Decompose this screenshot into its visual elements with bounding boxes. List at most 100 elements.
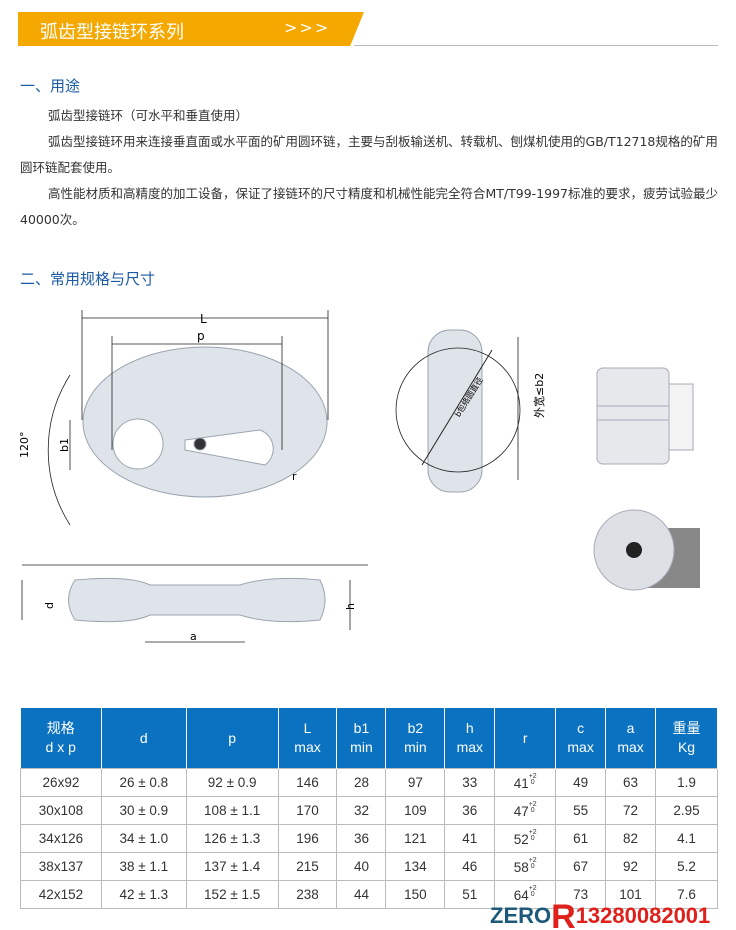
usage-paragraph-1: 弧齿型接链环（可水平和垂直使用） <box>48 108 249 123</box>
table-cell: 34x126 <box>20 824 102 853</box>
table-cell: 38x137 <box>20 852 102 881</box>
banner-title: 弧齿型接链环系列 <box>40 22 184 43</box>
cell-value: 28 <box>353 775 369 790</box>
table-cell: 30x108 <box>20 796 102 825</box>
label-h: h <box>344 603 357 610</box>
header-line: c <box>577 720 585 736</box>
link-dimension-diagram: L p b1 120° r d h a b包络圆直径 外宽≤b2 <box>18 310 700 643</box>
table-cell: 72 <box>605 796 657 825</box>
table-cell: 36 <box>336 824 387 853</box>
side-view <box>68 577 326 623</box>
watermark-phone: 13280082001 <box>575 903 711 928</box>
header-line: d <box>139 729 148 746</box>
table-cell: 32 <box>336 796 387 825</box>
cell-value: 41 <box>513 776 529 791</box>
cell-value: 47 <box>513 804 529 819</box>
table-cell: 41 <box>444 824 496 853</box>
header-line: min <box>350 739 373 755</box>
column-header: b2 min <box>385 708 446 769</box>
table-cell: 134 <box>385 852 446 881</box>
cell-value: 30x108 <box>38 803 84 818</box>
cell-value: 72 <box>623 803 639 818</box>
table-cell: 49 <box>555 768 607 797</box>
label-outer-width: 外宽≤b2 <box>532 373 546 418</box>
cell-value: 4.1 <box>677 831 696 846</box>
header-line: b1 <box>353 720 370 736</box>
label-L: L <box>200 312 207 326</box>
series-banner: 弧齿型接链环系列 >>> <box>18 12 364 46</box>
table-cell: 61 <box>555 824 607 853</box>
cell-value: 5.2 <box>677 859 696 874</box>
cell-value: 63 <box>623 775 639 790</box>
label-a: a <box>190 630 197 643</box>
cell-value: 26x92 <box>42 775 80 790</box>
table-cell: 33 <box>444 768 496 797</box>
section-heading-specs: 二、常用规格与尺寸 <box>20 270 156 288</box>
cell-value: 82 <box>623 831 639 846</box>
cell-value: 42 ± 1.3 <box>119 887 169 902</box>
table-cell: 4.1 <box>655 824 718 853</box>
cell-value: 92 ± 0.9 <box>207 775 257 790</box>
table-cell: 36 <box>444 796 496 825</box>
table-cell: 101 <box>605 880 657 909</box>
cell-value: 238 <box>296 887 319 902</box>
cell-value: 33 <box>462 775 478 790</box>
table-cell: 238 <box>277 880 338 909</box>
header-line: min <box>404 739 427 755</box>
table-cell: 38 ± 1.1 <box>100 852 187 881</box>
cell-value: 41 <box>462 831 478 846</box>
cell-value: 38x137 <box>38 859 84 874</box>
header-line: 重量 <box>672 720 701 736</box>
cell-value: 101 <box>619 887 642 902</box>
cell-value: 2.95 <box>673 803 700 818</box>
table-cell: 55 <box>555 796 607 825</box>
table-cell: 1.9 <box>655 768 718 797</box>
cell-value: 67 <box>573 859 589 874</box>
header-line: 规格 <box>46 720 75 736</box>
cell-value: 64 <box>513 888 529 903</box>
header-line: max <box>456 739 484 755</box>
table-cell: 73 <box>555 880 607 909</box>
header-line: p <box>228 729 237 746</box>
usage-paragraph-2: 弧齿型接链环用来连接垂直面或水平面的矿用圆环链，主要与刮板输送机、转载机、刨煤机… <box>20 134 718 175</box>
cell-value: 51 <box>462 887 478 902</box>
cell-value: 215 <box>296 859 319 874</box>
cell-value: 34x126 <box>38 831 84 846</box>
table-cell: 7.6 <box>655 880 718 909</box>
header-line: a <box>626 720 635 736</box>
table-cell: 196 <box>277 824 338 853</box>
table-cell: 126 ± 1.3 <box>185 824 279 853</box>
table-cell: 92 <box>605 852 657 881</box>
watermark-logo-letter: R <box>551 898 576 930</box>
cell-value: 152 ± 1.5 <box>204 887 261 902</box>
header-line: b2 <box>407 720 424 736</box>
cell-value: 109 <box>404 803 427 818</box>
cell-value: 108 ± 1.1 <box>204 803 261 818</box>
label-p: p <box>197 329 205 343</box>
product-photo-end <box>593 509 700 591</box>
table-cell: 51 <box>444 880 496 909</box>
table-cell: 42 ± 1.3 <box>100 880 187 909</box>
table-cell: 28 <box>336 768 387 797</box>
table-cell: 67 <box>555 852 607 881</box>
cell-value: 26 ± 0.8 <box>119 775 169 790</box>
label-b1: b1 <box>58 438 71 452</box>
cell-value: 196 <box>296 831 319 846</box>
table-cell: 44 <box>336 880 387 909</box>
cell-value: 58 <box>513 860 529 875</box>
table-cell: 215 <box>277 852 338 881</box>
cell-value: 52 <box>513 832 529 847</box>
column-header: p <box>186 708 279 769</box>
